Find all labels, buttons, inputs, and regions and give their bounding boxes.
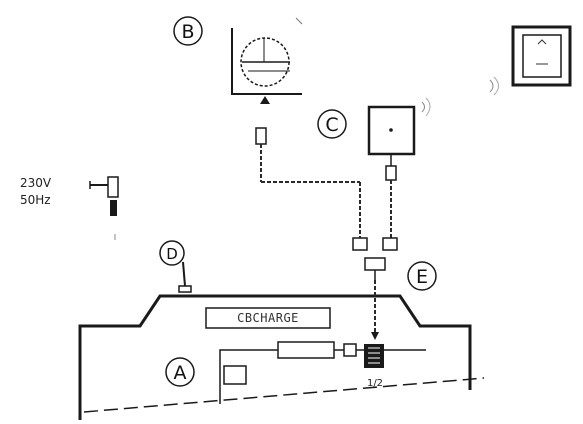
svg-text:B: B bbox=[181, 21, 194, 43]
junction-e bbox=[364, 257, 386, 280]
internal-wiring bbox=[219, 341, 426, 404]
control-panel-display: CBCHARGE bbox=[205, 307, 331, 329]
pin-mark: 1/2 bbox=[367, 378, 383, 389]
label-a: A bbox=[165, 357, 195, 387]
svg-text:D: D bbox=[166, 245, 178, 263]
terminal-block-icon bbox=[364, 344, 384, 368]
svg-text:C: C bbox=[325, 114, 338, 136]
cable-b bbox=[255, 127, 368, 251]
label-e: E bbox=[407, 261, 437, 291]
svg-text:CBCHARGE: CBCHARGE bbox=[237, 311, 299, 325]
power-spec: 230V 50Hz bbox=[20, 176, 52, 207]
cable-c bbox=[382, 154, 398, 251]
label-c: C bbox=[317, 109, 347, 139]
svg-text:A: A bbox=[174, 362, 187, 384]
device-b-gauge-icon bbox=[231, 17, 303, 104]
main-unit-housing bbox=[78, 294, 485, 420]
label-b: B bbox=[173, 16, 203, 46]
svg-text:E: E bbox=[416, 266, 428, 288]
device-c-box-icon bbox=[367, 97, 431, 156]
power-plug-icon bbox=[89, 176, 119, 240]
wall-switch-icon bbox=[511, 25, 572, 87]
label-d: D bbox=[159, 240, 185, 266]
antenna-icon bbox=[178, 261, 192, 293]
svg-text:230V: 230V bbox=[20, 176, 52, 190]
svg-text:50Hz: 50Hz bbox=[20, 193, 51, 207]
cable-e-to-terminal bbox=[371, 280, 379, 340]
wifi-signal-icon bbox=[489, 76, 499, 96]
